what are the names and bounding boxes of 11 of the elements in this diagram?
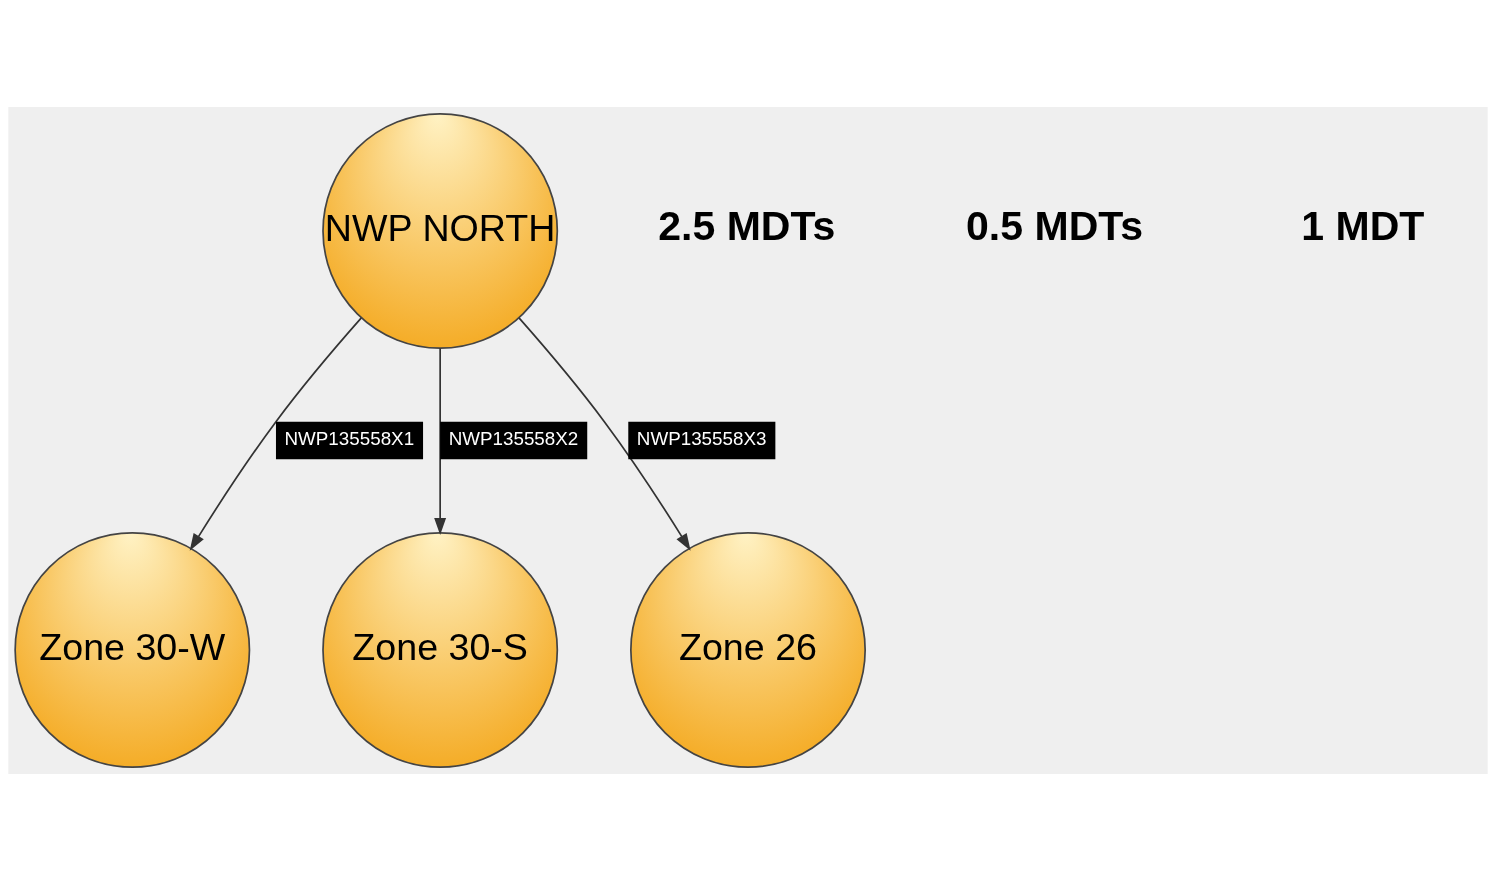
arrow	[518, 317, 691, 551]
edge-label: NWP135558X1	[284, 428, 415, 450]
label: 0.5 MDTs	[966, 202, 1144, 249]
arrow	[189, 317, 363, 551]
label: 2.5 MDTs	[658, 202, 836, 249]
edge-label: NWP135558X3	[636, 428, 767, 450]
label: 1 MDT	[1301, 202, 1425, 249]
node-circle: NWP NORTH	[322, 113, 559, 349]
node-circle: Zone 30-S	[322, 532, 559, 768]
arrow	[434, 347, 447, 536]
edge-label: NWP135558X2	[448, 428, 579, 450]
